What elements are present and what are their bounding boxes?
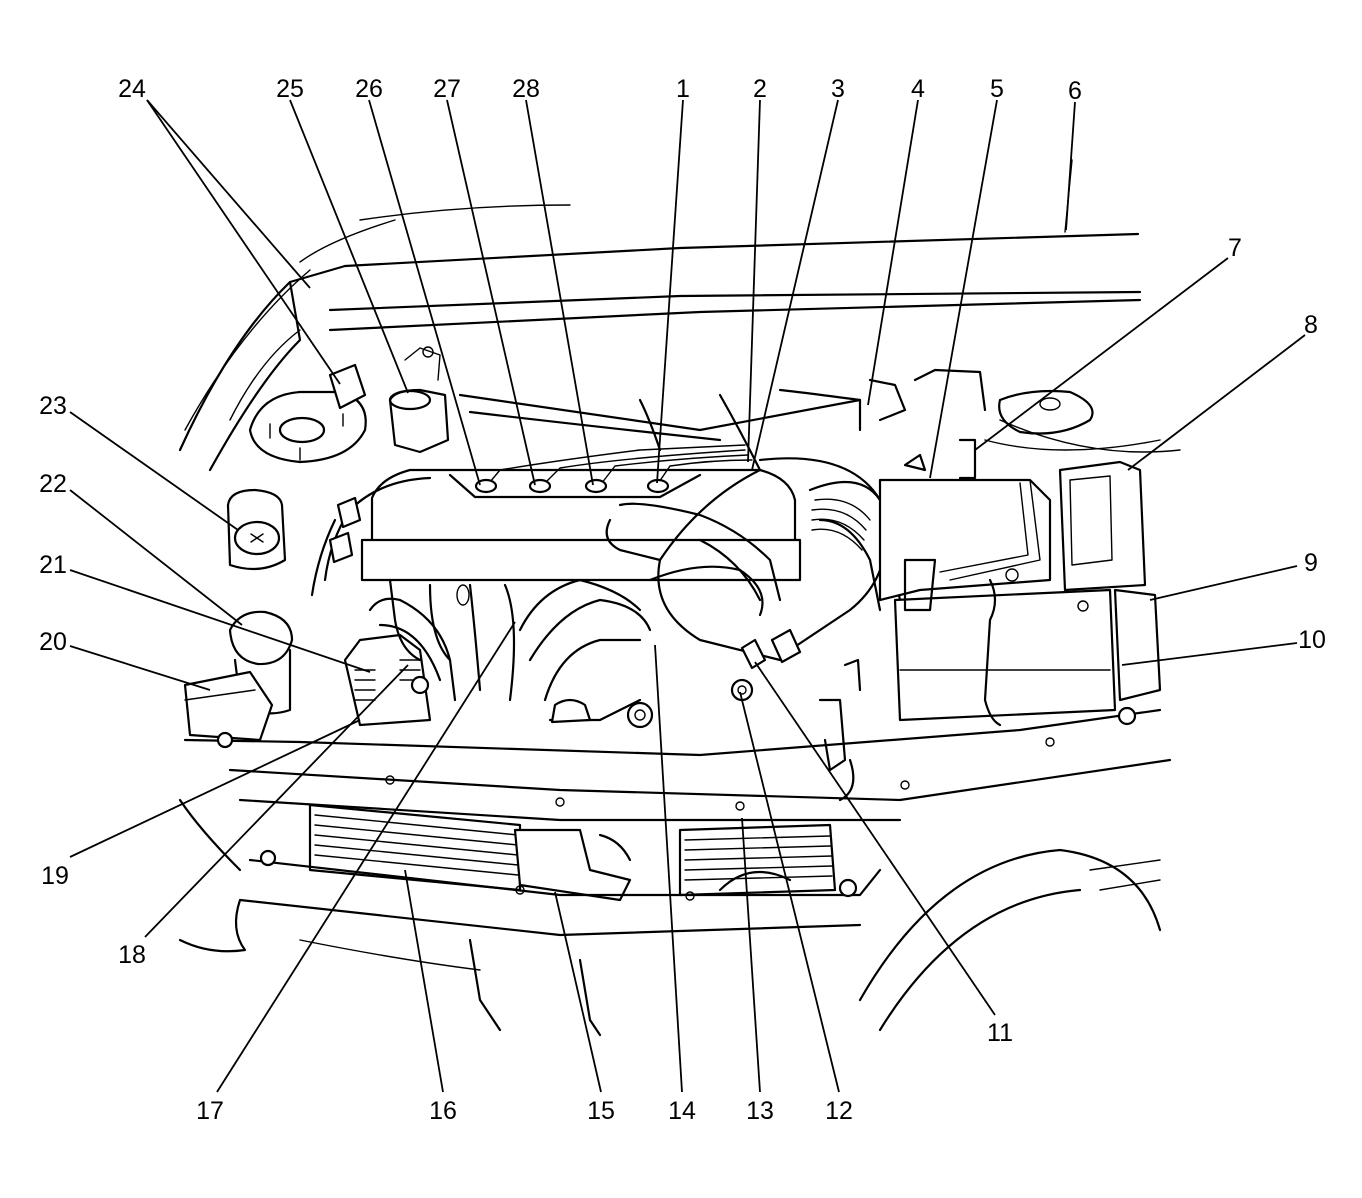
leader-16 [404,869,444,1093]
callout-labels: 1 2 3 4 5 6 7 8 9 10 11 12 13 14 15 16 1… [39,75,1326,1125]
callout-14: 14 [668,1097,696,1125]
leader-10 [1121,642,1298,666]
leader-9 [1149,565,1298,601]
leader-5 [929,99,998,479]
callout-27: 27 [433,75,461,103]
callout-24: 24 [118,75,146,103]
leader-4 [867,99,919,406]
leader-18 [144,664,409,938]
leader-11 [754,661,996,1016]
leader-12 [739,691,840,1093]
leader-19 [69,719,361,858]
callout-25: 25 [276,75,304,103]
callout-26: 26 [355,75,383,103]
callout-20: 20 [39,628,67,656]
callout-5: 5 [990,75,1004,103]
leader-20 [69,645,211,691]
leader-15 [554,891,602,1093]
callout-19: 19 [41,862,69,890]
leader-14 [654,644,683,1093]
leader-6 [1065,101,1076,231]
callout-23: 23 [39,392,67,420]
callout-7: 7 [1228,234,1242,262]
callout-13: 13 [746,1097,774,1125]
callout-21: 21 [39,551,67,579]
callout-4: 4 [911,75,925,103]
callout-17: 17 [196,1097,224,1125]
leader-1 [656,99,684,484]
callout-11: 11 [987,1019,1013,1047]
leader-22 [69,489,243,626]
leader-23 [69,411,239,531]
callout-16: 16 [429,1097,457,1125]
leader-27 [446,99,536,486]
leader-25 [289,99,409,394]
leader-28 [525,99,594,486]
leader-3 [751,99,839,471]
leader-8 [1127,334,1306,471]
callout-3: 3 [831,75,845,103]
leader-24a [146,99,341,385]
callout-8: 8 [1304,311,1318,339]
leader-7 [974,257,1229,451]
leader-26 [368,99,481,486]
callout-15: 15 [587,1097,615,1125]
callout-6: 6 [1068,77,1082,105]
callout-2: 2 [753,75,767,103]
callout-10: 10 [1298,626,1326,654]
leader-24b [146,99,311,289]
callout-28: 28 [512,75,540,103]
callout-18: 18 [118,941,146,969]
callout-9: 9 [1304,549,1318,577]
leader-17 [216,621,516,1093]
callout-22: 22 [39,470,67,498]
leader-21 [69,569,371,673]
leader-2 [747,99,761,463]
callout-1: 1 [676,75,690,103]
leader-13 [741,817,761,1093]
callout-12: 12 [825,1097,853,1125]
callout-leaders [69,99,1306,1093]
engine-artwork [178,159,1181,1037]
